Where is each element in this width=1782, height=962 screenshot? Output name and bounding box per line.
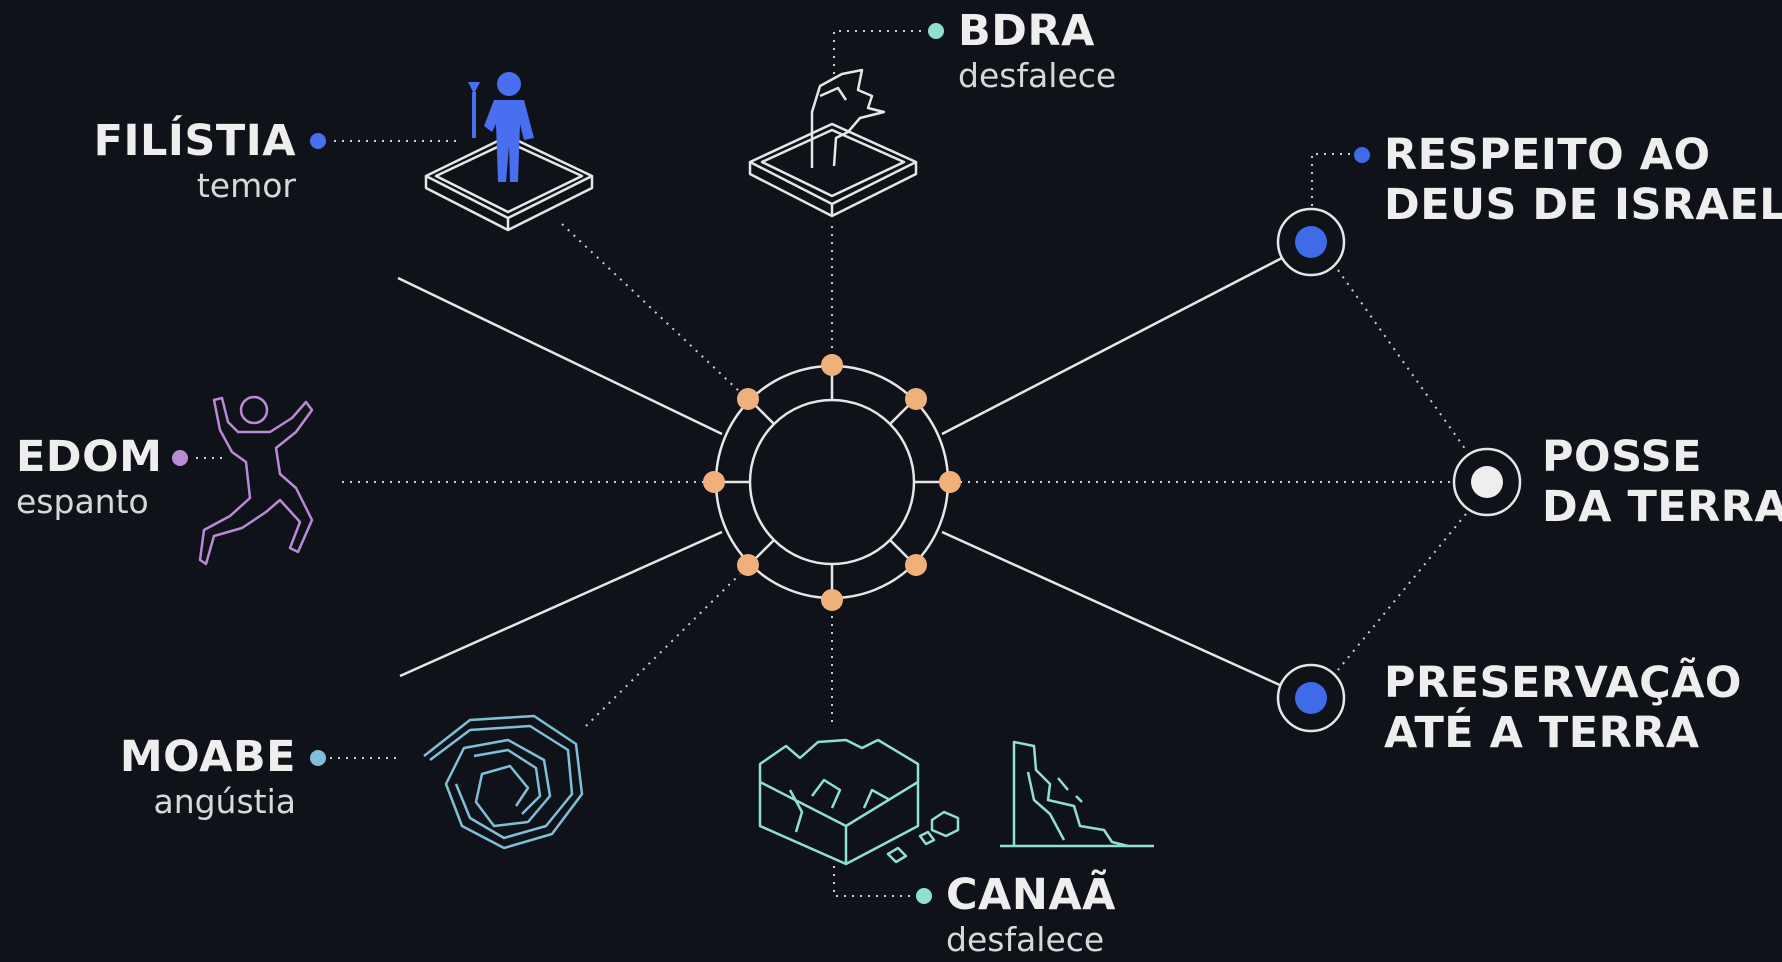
connector-respeito-posse	[1337, 269, 1467, 451]
outcome-node-preservacao	[1276, 663, 1346, 733]
moabe-label: MOABE angústia	[80, 732, 296, 822]
filistia-reaction: temor	[196, 166, 296, 205]
startled-running-figure-icon	[198, 395, 314, 566]
canaa-label: CANAÃ desfalece	[946, 870, 1116, 960]
canaa-reaction: desfalece	[946, 920, 1105, 959]
bdra-name: BDRA	[958, 6, 1095, 56]
moabe-name: MOABE	[119, 732, 296, 782]
crumbling-wall-and-cliff-icon	[758, 738, 1154, 866]
leader-respeito	[1311, 153, 1352, 214]
respeito-line1: RESPEITO AO	[1384, 130, 1711, 180]
edom-reaction: espanto	[16, 482, 149, 521]
bdra-label: BDRA desfalece	[958, 6, 1116, 96]
spoke-upper-right	[941, 256, 1283, 436]
bdra-reaction: desfalece	[958, 56, 1117, 95]
edom-label: EDOM espanto	[16, 432, 162, 522]
respeito-line2: DEUS DE ISRAEL	[1384, 180, 1782, 230]
posse-label: POSSE DA TERRA	[1542, 432, 1782, 532]
leader-canaa	[833, 866, 912, 897]
dotted-spoke-filistia	[561, 223, 741, 393]
preservacao-line2: ATÉ A TERRA	[1384, 708, 1700, 758]
respeito-label: RESPEITO AO DEUS DE ISRAEL	[1384, 130, 1782, 230]
edom-name: EDOM	[16, 432, 163, 482]
figure-with-torch-on-pedestal-icon	[424, 72, 594, 232]
canaa-dot	[916, 888, 932, 904]
posse-line1: POSSE	[1542, 432, 1702, 482]
filistia-name: FILÍSTIA	[93, 116, 296, 166]
respeito-dot	[1354, 147, 1370, 163]
filistia-label: FILÍSTIA temor	[80, 116, 296, 206]
preservacao-label: PRESERVAÇÃO ATÉ A TERRA	[1384, 658, 1742, 758]
edom-dot	[172, 450, 188, 466]
canaa-name: CANAÃ	[946, 870, 1116, 920]
moabe-reaction: angústia	[153, 782, 296, 821]
spoke-lower-right	[941, 530, 1283, 688]
connector-posse-preservacao	[1337, 513, 1467, 671]
filistia-dot	[310, 133, 326, 149]
spoke-upper-left	[397, 276, 723, 436]
moabe-dot	[310, 750, 326, 766]
spiral-vortex-icon	[423, 714, 584, 850]
preservacao-line1: PRESERVAÇÃO	[1384, 658, 1742, 708]
posse-line2: DA TERRA	[1542, 482, 1782, 532]
outcome-node-respeito	[1276, 207, 1346, 277]
spoke-lower-left	[399, 530, 723, 678]
dotted-spoke-moabe	[585, 573, 741, 727]
broken-pillar-on-pedestal-icon	[748, 68, 918, 218]
outcome-node-posse	[1452, 447, 1522, 517]
leader-bdra	[833, 30, 924, 74]
hub-nodes	[703, 354, 961, 611]
bdra-dot	[928, 23, 944, 39]
